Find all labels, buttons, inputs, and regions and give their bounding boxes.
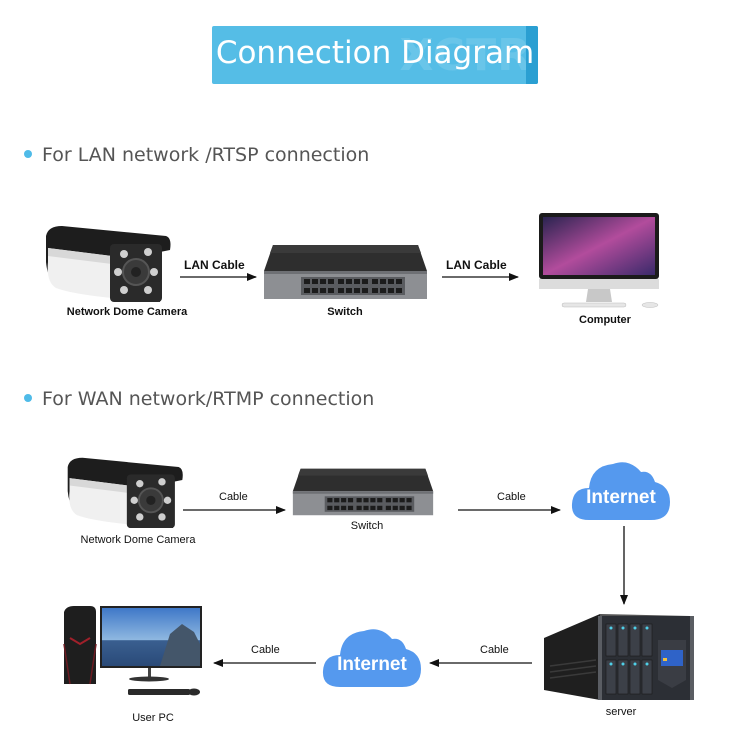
cable-label: Cable — [251, 644, 280, 656]
cloud-icon — [571, 462, 670, 520]
section-heading-text: For LAN network /RTSP connection — [42, 144, 370, 166]
desktop-computer-icon — [539, 213, 659, 308]
cable-label: Cable — [480, 644, 509, 656]
watermark: XCTR — [399, 30, 532, 81]
arrow-left — [213, 659, 316, 667]
title-banner: XCTR Connection Diagram — [212, 26, 538, 84]
device-camera-wan — [64, 452, 186, 532]
cable-label: Cable — [219, 491, 248, 503]
device-computer — [538, 212, 668, 310]
cable-label: Cable — [497, 491, 526, 503]
section-heading-wan: For WAN network/RTMP connection — [24, 388, 374, 410]
section-heading-text: For WAN network/RTMP connection — [42, 388, 375, 410]
bullet-icon — [24, 149, 32, 158]
arrow-down — [620, 526, 628, 605]
arrow-right — [183, 506, 286, 514]
arrow-right — [180, 273, 257, 281]
bullet-camera-icon — [67, 457, 183, 529]
network-switch-icon — [264, 245, 427, 299]
bullet-camera-icon — [46, 226, 171, 302]
cloud-label: Internet — [337, 654, 407, 675]
arrow-left — [429, 659, 532, 667]
cloud-icon — [322, 629, 421, 687]
network-switch-icon — [292, 468, 434, 516]
arrow-right — [458, 506, 561, 514]
device-label: Computer — [579, 314, 631, 326]
cloud-label: Internet — [586, 487, 656, 508]
rack-server-icon — [544, 614, 694, 700]
device-label: Network Dome Camera — [66, 306, 188, 318]
title-accent-stripe — [526, 26, 538, 84]
device-label: server — [605, 706, 637, 718]
device-label: Network Dome Camera — [80, 534, 196, 546]
internet-cloud-top: Internet — [571, 456, 671, 522]
arrow-right — [442, 273, 519, 281]
device-user-pc — [60, 604, 206, 706]
cable-label: LAN Cable — [446, 258, 507, 272]
device-label: User PC — [132, 712, 174, 724]
page-title: Connection Diagram — [215, 35, 535, 71]
device-camera-lan — [42, 222, 174, 304]
section-heading-lan: For LAN network /RTSP connection — [24, 144, 369, 166]
device-switch-wan — [292, 467, 434, 517]
device-server — [540, 610, 696, 702]
desktop-pc-icon — [63, 606, 202, 696]
cable-label: LAN Cable — [184, 258, 245, 272]
bullet-icon — [24, 393, 32, 402]
device-label: Switch — [327, 306, 363, 318]
device-switch-lan — [263, 243, 428, 301]
device-label: Switch — [350, 520, 384, 532]
internet-cloud-bottom: Internet — [322, 623, 422, 689]
